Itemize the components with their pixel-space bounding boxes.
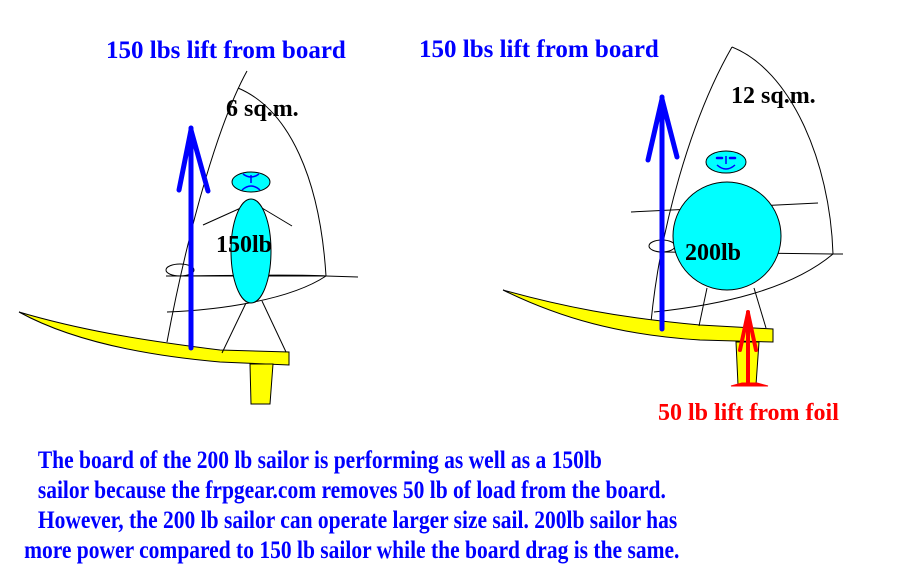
right-sailor-legs bbox=[698, 287, 767, 329]
left-sailor-head bbox=[231, 171, 271, 193]
caption-line: The board of the 200 lb sailor is perfor… bbox=[37, 447, 602, 474]
right-sailor-weight-label: 200lb bbox=[685, 240, 742, 266]
left-scenario bbox=[18, 70, 359, 405]
left-fin bbox=[249, 363, 274, 405]
right-board-lift-arrow bbox=[645, 94, 680, 332]
caption-line: more power compared to 150 lb sailor whi… bbox=[24, 537, 680, 564]
right-scenario bbox=[502, 46, 843, 387]
right-title-label: 150 lbs lift from board bbox=[419, 36, 659, 63]
left-sailor-body bbox=[230, 198, 272, 304]
caption-line: sailor because the frpgear.com removes 5… bbox=[37, 477, 666, 504]
caption-line: However, the 200 lb sailor can operate l… bbox=[37, 507, 678, 534]
foil-lift-label: 50 lb lift from foil bbox=[658, 400, 839, 426]
left-board bbox=[18, 311, 290, 366]
frown-icon bbox=[241, 185, 261, 191]
left-sailor-weight-label: 150lb bbox=[216, 232, 273, 258]
left-sailor-legs bbox=[202, 206, 293, 354]
smile-icon bbox=[716, 164, 736, 170]
left-title-label: 150 lbs lift from board bbox=[106, 37, 346, 64]
right-sailor-head bbox=[705, 150, 747, 174]
left-sail-size-label: 6 sq.m. bbox=[226, 96, 299, 122]
right-foil-lift-arrow bbox=[738, 310, 758, 385]
right-sailor-body bbox=[672, 181, 782, 291]
caption-text: The board of the 200 lb sailor is perfor… bbox=[0, 446, 795, 566]
left-board-lift-arrow bbox=[176, 125, 211, 351]
right-board bbox=[502, 289, 774, 343]
right-sail-size-label: 12 sq.m. bbox=[731, 83, 816, 109]
foil-base bbox=[730, 382, 769, 387]
